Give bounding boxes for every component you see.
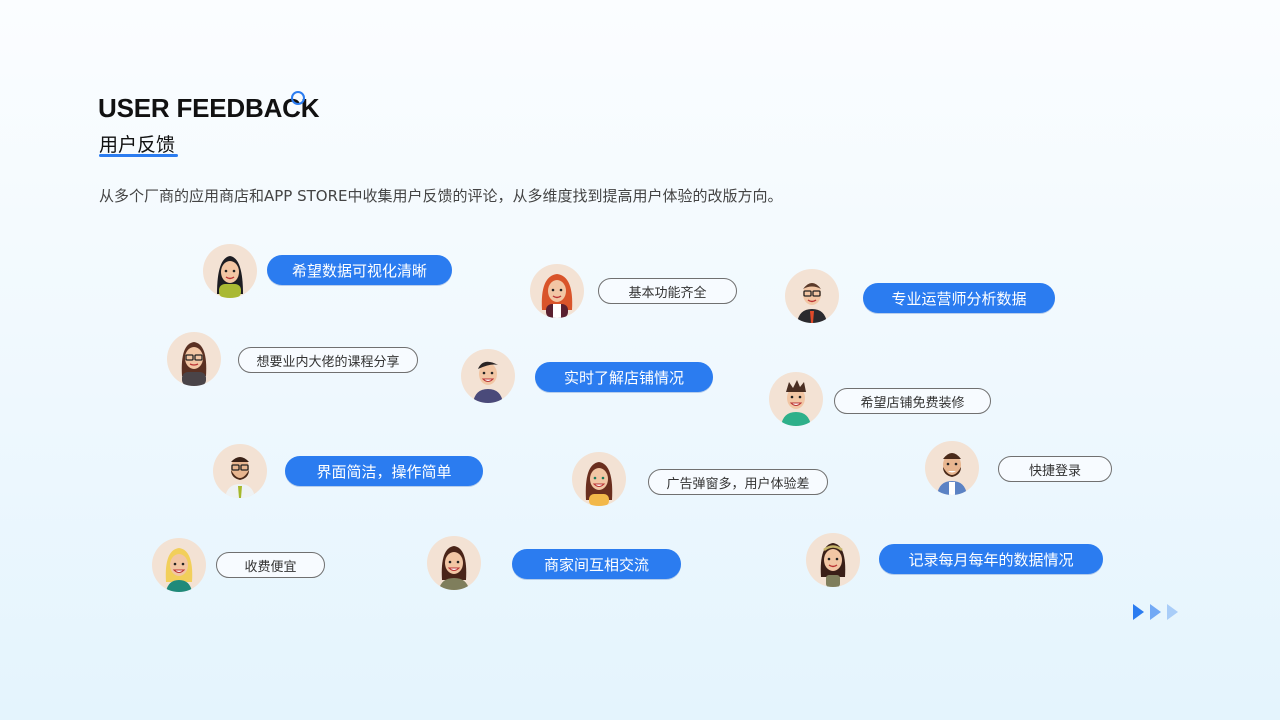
title-cn: 用户反馈 [99,134,176,156]
feedback-bubble: 快捷登录 [998,456,1112,482]
title-en: USER FEEDBACK [98,93,320,123]
feedback-bubble: 基本功能齐全 [598,278,737,304]
feedback-bubble: 收费便宜 [216,552,325,578]
feedback-bubble: 商家间互相交流 [512,549,681,579]
feedback-bubble: 记录每月每年的数据情况 [879,544,1103,574]
feedback-bubble: 实时了解店铺情况 [535,362,713,392]
next-page-button[interactable] [1133,604,1178,620]
woman-long-black-hair-avatar [203,244,257,298]
woman-glasses-avatar [167,332,221,386]
man-spiky-hair-avatar [769,372,823,426]
feedback-bubble: 界面简洁，操作简单 [285,456,483,486]
title-ring-icon [291,91,305,105]
man-beard-glasses-tie-avatar [213,444,267,498]
arrow-right-icon [1167,604,1178,620]
woman-red-hair-avatar [530,264,584,318]
title-underline [99,154,178,157]
man-glasses-suit-avatar [785,269,839,323]
woman-headband-avatar [806,533,860,587]
man-beard-denim-avatar [925,441,979,495]
woman-brown-hair-avatar [572,452,626,506]
feedback-bubble: 广告弹窗多，用户体验差 [648,469,828,495]
woman-olive-shirt-avatar [427,536,481,590]
subtitle: 从多个厂商的应用商店和APP STORE中收集用户反馈的评论，从多维度找到提高用… [99,187,783,205]
arrow-right-icon [1133,604,1144,620]
man-smiling-avatar [461,349,515,403]
feedback-bubble: 专业运营师分析数据 [863,283,1055,313]
feedback-bubble: 希望店铺免费装修 [834,388,991,414]
feedback-bubble: 希望数据可视化清晰 [267,255,452,285]
woman-blonde-avatar [152,538,206,592]
arrow-right-icon [1150,604,1161,620]
feedback-bubble: 想要业内大佬的课程分享 [238,347,418,373]
